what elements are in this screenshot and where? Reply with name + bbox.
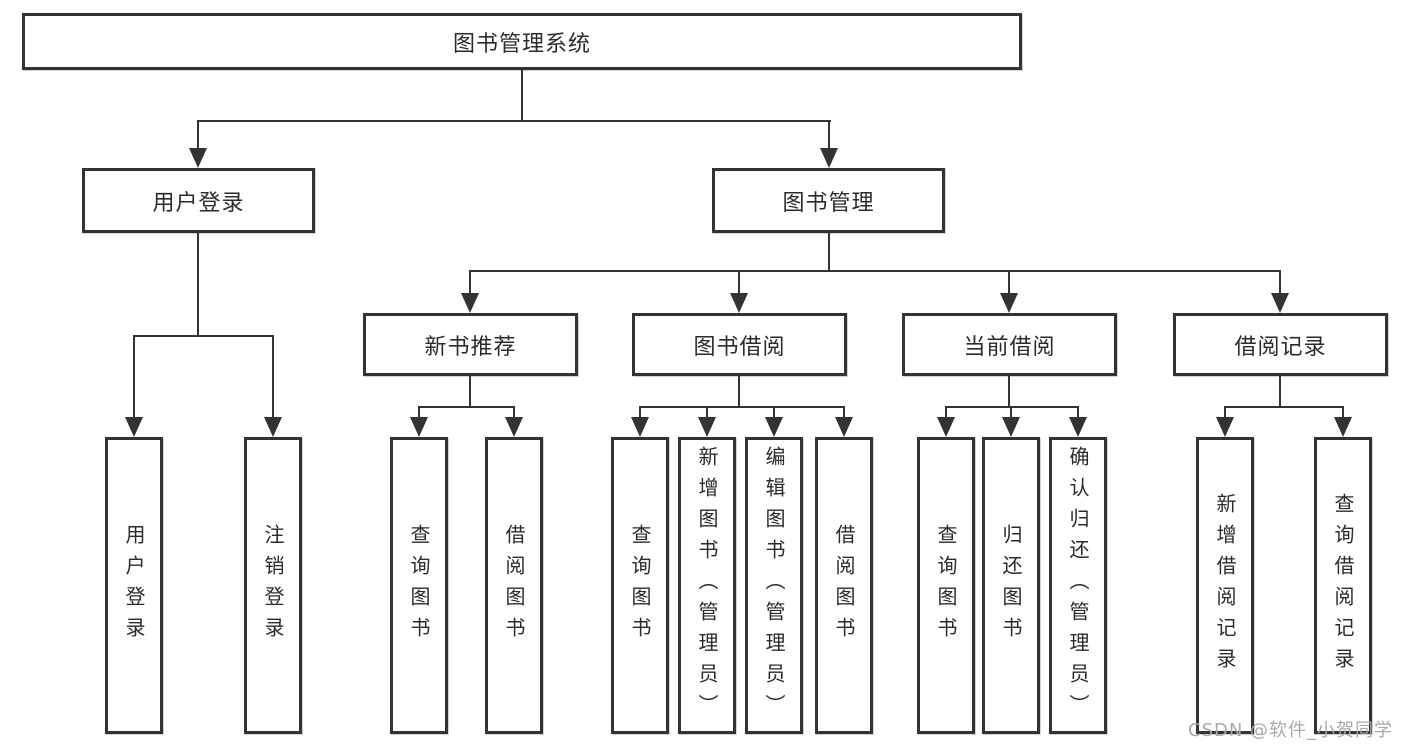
leaf-cb-return-books: 归还图书 [982, 437, 1040, 734]
connector-cb-leaf2 [1010, 406, 1012, 417]
arrowhead-down-icon [461, 293, 479, 313]
arrowhead-down-icon [730, 293, 748, 313]
leaf-nbr-query-books: 查询图书 [390, 437, 448, 734]
node-user-login-label: 用户登录 [152, 190, 245, 216]
leaf-nbr-borrow-books: 借阅图书 [485, 437, 543, 734]
node-new-book-recommend-label: 新书推荐 [424, 334, 517, 360]
node-borrow-records: 借阅记录 [1173, 313, 1388, 376]
connector-nbr-leaf2 [513, 406, 515, 417]
leaf-bb-edit-books-admin: 编辑图书（管理员） [745, 437, 803, 734]
node-root: 图书管理系统 [22, 13, 1022, 70]
connector-bb-rail [639, 406, 845, 408]
connector-nbr-leaf1 [418, 406, 420, 417]
arrowhead-down-icon [1271, 293, 1289, 313]
connector-to-book-mgmt [828, 120, 830, 148]
watermark: CSDN @软件_小贺同学 [1188, 720, 1394, 741]
connector-book-mgmt-rail [469, 270, 1281, 272]
connector-br-leaf1 [1224, 406, 1226, 417]
connector-cb-leaf3 [1077, 406, 1079, 417]
leaf-cb-confirm-return-admin: 确认归还（管理员） [1049, 437, 1107, 734]
node-book-borrow-label: 图书借阅 [693, 334, 786, 360]
connector-nbr-rail [418, 406, 515, 408]
connector-nbr-stem [469, 376, 471, 406]
leaf-cb-query-books: 查询图书 [917, 437, 975, 734]
connector-to-user-login [197, 120, 199, 148]
connector-to-new-book-recommend [469, 270, 471, 293]
node-current-borrow: 当前借阅 [902, 313, 1117, 376]
connector-book-mgmt-stem [828, 233, 830, 270]
arrowhead-down-icon [264, 417, 282, 437]
connector-to-book-borrow [738, 270, 740, 293]
arrowhead-down-icon [835, 417, 853, 437]
connector-to-leaf-logout [272, 335, 274, 417]
node-book-mgmt-label: 图书管理 [782, 190, 875, 216]
connector-bb-stem [738, 376, 740, 406]
node-user-login: 用户登录 [82, 168, 315, 233]
connector-user-login-rail [133, 335, 274, 337]
node-borrow-records-label: 借阅记录 [1234, 334, 1327, 360]
node-book-borrow: 图书借阅 [632, 313, 847, 376]
arrowhead-down-icon [631, 417, 649, 437]
arrowhead-down-icon [505, 417, 523, 437]
connector-cb-stem [1008, 376, 1010, 406]
node-root-label: 图书管理系统 [452, 31, 591, 57]
arrowhead-down-icon [1334, 417, 1352, 437]
node-current-borrow-label: 当前借阅 [963, 334, 1056, 360]
connector-bb-leaf2 [706, 406, 708, 417]
arrowhead-down-icon [698, 417, 716, 437]
arrowhead-down-icon [1216, 417, 1234, 437]
connector-bb-leaf3 [773, 406, 775, 417]
leaf-br-add-borrow-record: 新增借阅记录 [1196, 437, 1254, 734]
connector-root-stem [521, 70, 523, 120]
connector-to-current-borrow [1008, 270, 1010, 293]
connector-bb-leaf1 [639, 406, 641, 417]
connector-cb-leaf1 [945, 406, 947, 417]
leaf-logout-login: 注销登录 [244, 437, 302, 734]
arrowhead-down-icon [189, 148, 207, 168]
node-new-book-recommend: 新书推荐 [363, 313, 578, 376]
arrowhead-down-icon [410, 417, 428, 437]
arrowhead-down-icon [765, 417, 783, 437]
connector-bb-leaf4 [843, 406, 845, 417]
leaf-user-login: 用户登录 [105, 437, 163, 734]
leaf-br-query-borrow-record: 查询借阅记录 [1314, 437, 1372, 734]
leaf-bb-borrow-books: 借阅图书 [815, 437, 873, 734]
connector-br-stem [1279, 376, 1281, 406]
arrowhead-down-icon [1000, 293, 1018, 313]
leaf-bb-add-books-admin: 新增图书（管理员） [678, 437, 736, 734]
connector-to-borrow-records [1279, 270, 1281, 293]
connector-br-leaf2 [1342, 406, 1344, 417]
arrowhead-down-icon [125, 417, 143, 437]
connector-br-rail [1224, 406, 1343, 408]
node-book-mgmt: 图书管理 [712, 168, 945, 233]
arrowhead-down-icon [1069, 417, 1087, 437]
arrowhead-down-icon [937, 417, 955, 437]
connector-to-leaf-user-login [133, 335, 135, 417]
leaf-bb-query-books: 查询图书 [611, 437, 669, 734]
connector-root-rail [197, 120, 831, 122]
arrowhead-down-icon [1002, 417, 1020, 437]
arrowhead-down-icon [820, 148, 838, 168]
connector-user-login-stem [197, 233, 199, 335]
